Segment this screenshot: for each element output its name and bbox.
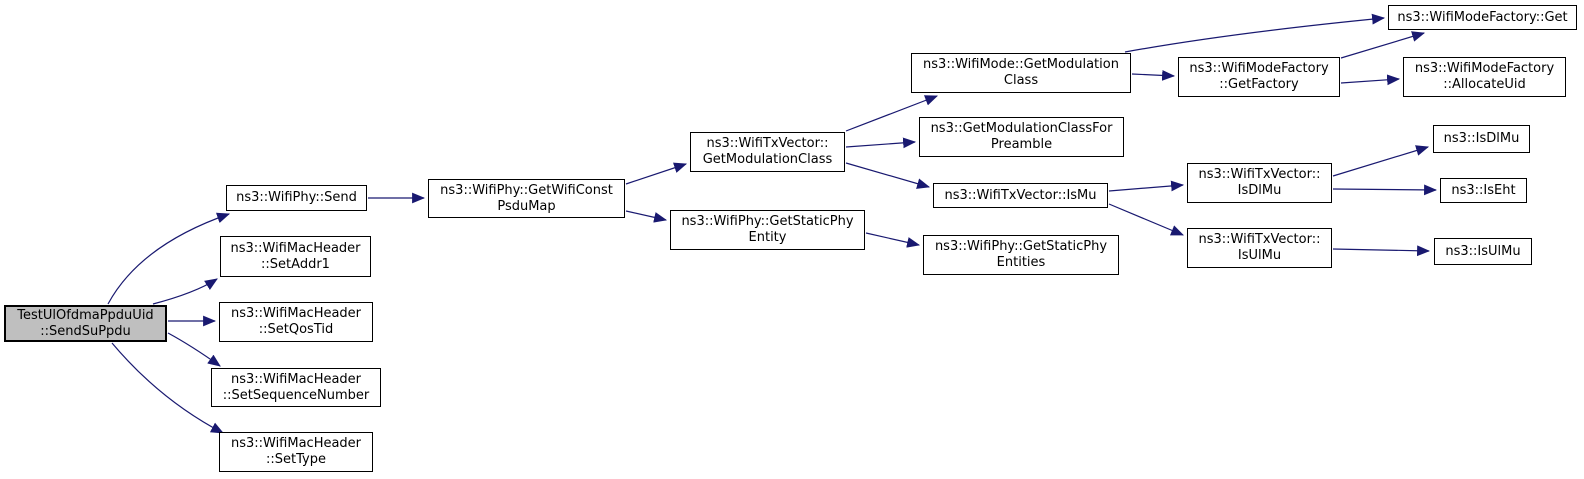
node-label: ns3::WifiTxVector:: — [1198, 167, 1321, 182]
node-label: ns3::WifiPhy::GetStaticPhy — [934, 239, 1108, 254]
node-factory-allocate-uid[interactable]: ns3::WifiModeFactory::AllocateUid — [1403, 57, 1566, 97]
edge-txvector-get-modulation-class-get-modulation-class-for-preamble — [845, 137, 917, 149]
edge-factory-get-factory-factory-get — [1340, 31, 1426, 59]
node-set-sequence-number[interactable]: ns3::WifiMacHeader::SetSequenceNumber — [211, 368, 381, 407]
edge-get-wifi-const-psdu-map-get-static-phy-entity — [625, 210, 668, 223]
node-txvector-is-dl-mu[interactable]: ns3::WifiTxVector::IsDlMu — [1187, 163, 1332, 203]
edge-send-su-ppdu-set-addr1 — [152, 278, 218, 305]
node-wifi-phy-send[interactable]: ns3::WifiPhy::Send — [226, 185, 367, 211]
node-label: ns3::WifiMacHeader — [230, 306, 362, 321]
edge-factory-get-factory-factory-allocate-uid — [1340, 74, 1401, 86]
node-factory-get[interactable]: ns3::WifiModeFactory::Get — [1388, 5, 1577, 30]
edge-send-su-ppdu-wifi-phy-send — [107, 212, 231, 305]
node-set-qos-tid[interactable]: ns3::WifiMacHeader::SetQosTid — [219, 302, 373, 342]
edge-txvector-is-mu-txvector-is-dl-mu — [1108, 180, 1185, 192]
node-is-ul-mu[interactable]: ns3::IsUlMu — [1434, 238, 1532, 265]
edge-txvector-get-modulation-class-txvector-is-mu — [845, 162, 931, 189]
edge-txvector-is-ul-mu-is-ul-mu — [1332, 245, 1431, 257]
node-label: ns3::WifiTxVector:: — [1198, 232, 1321, 247]
node-factory-get-factory[interactable]: ns3::WifiModeFactory::GetFactory — [1178, 57, 1340, 97]
node-label: ns3::IsUlMu — [1445, 243, 1521, 259]
edge-txvector-is-mu-txvector-is-ul-mu — [1108, 203, 1184, 236]
node-label: GetModulationClass — [702, 152, 833, 167]
node-label: ns3::WifiMode::GetModulation — [923, 57, 1119, 72]
edge-wifimode-get-modulation-class-factory-get — [1124, 13, 1386, 53]
node-txvector-is-mu[interactable]: ns3::WifiTxVector::IsMu — [933, 183, 1108, 208]
node-label: ns3::WifiPhy::Send — [236, 190, 357, 205]
node-label: ns3::WifiModeFactory — [1189, 61, 1329, 76]
node-label: ::AllocateUid — [1443, 77, 1526, 92]
edge-wifimode-get-modulation-class-factory-get-factory — [1131, 70, 1176, 81]
edge-txvector-is-dl-mu-is-dl-mu — [1332, 145, 1430, 177]
edge-get-static-phy-entity-get-static-phy-entities — [865, 232, 921, 248]
node-label: ns3::WifiPhy::GetStaticPhy — [681, 214, 854, 229]
node-label: Preamble — [990, 137, 1053, 152]
node-label: Entities — [996, 255, 1046, 270]
node-label: ::SetAddr1 — [261, 256, 330, 272]
node-label: ns3::WifiTxVector::IsMu — [944, 187, 1097, 203]
node-label: ns3::WifiModeFactory — [1414, 61, 1555, 76]
node-label: IsDlMu — [1237, 183, 1282, 198]
node-label: ::SetSequenceNumber — [222, 387, 370, 403]
node-label: ::SetType — [266, 452, 326, 467]
node-label: ns3::WifiMacHeader — [230, 371, 362, 387]
edge-get-wifi-const-psdu-map-txvector-get-modulation-class — [625, 162, 688, 185]
node-label: ns3::GetModulationClassFor — [930, 121, 1113, 136]
node-label: Class — [1003, 73, 1039, 88]
edge-send-su-ppdu-set-type — [111, 342, 224, 434]
node-label: PsduMap — [497, 198, 556, 214]
node-send-su-ppdu[interactable]: TestUlOfdmaPpduUid::SendSuPpdu — [4, 305, 167, 342]
node-is-dl-mu[interactable]: ns3::IsDlMu — [1433, 125, 1530, 153]
node-label: ns3::WifiModeFactory::Get — [1397, 9, 1568, 25]
node-txvector-get-modulation-class[interactable]: ns3::WifiTxVector::GetModulationClass — [690, 132, 845, 172]
node-is-eht[interactable]: ns3::IsEht — [1440, 178, 1527, 203]
node-label: ns3::WifiPhy::GetWifiConst — [440, 182, 613, 198]
node-label: IsUlMu — [1237, 248, 1282, 263]
node-label: ns3::IsEht — [1451, 182, 1516, 198]
node-label: ::SendSuPpdu — [40, 323, 131, 339]
node-label: TestUlOfdmaPpduUid — [17, 307, 154, 323]
node-set-type[interactable]: ns3::WifiMacHeader::SetType — [219, 432, 373, 472]
edge-txvector-is-dl-mu-is-eht — [1332, 184, 1438, 196]
node-label: ns3::WifiMacHeader — [230, 436, 362, 451]
node-set-addr1[interactable]: ns3::WifiMacHeader::SetAddr1 — [220, 236, 371, 277]
edge-send-su-ppdu-set-sequence-number — [167, 332, 221, 367]
node-label: ::SetQosTid — [258, 322, 334, 337]
node-label: ns3::WifiMacHeader — [230, 240, 361, 256]
node-txvector-is-ul-mu[interactable]: ns3::WifiTxVector::IsUlMu — [1187, 228, 1332, 268]
node-label: ns3::WifiTxVector:: — [706, 136, 829, 151]
node-label: Entity — [748, 230, 787, 245]
node-label: ::GetFactory — [1219, 77, 1299, 92]
node-label: ns3::IsDlMu — [1443, 131, 1520, 146]
